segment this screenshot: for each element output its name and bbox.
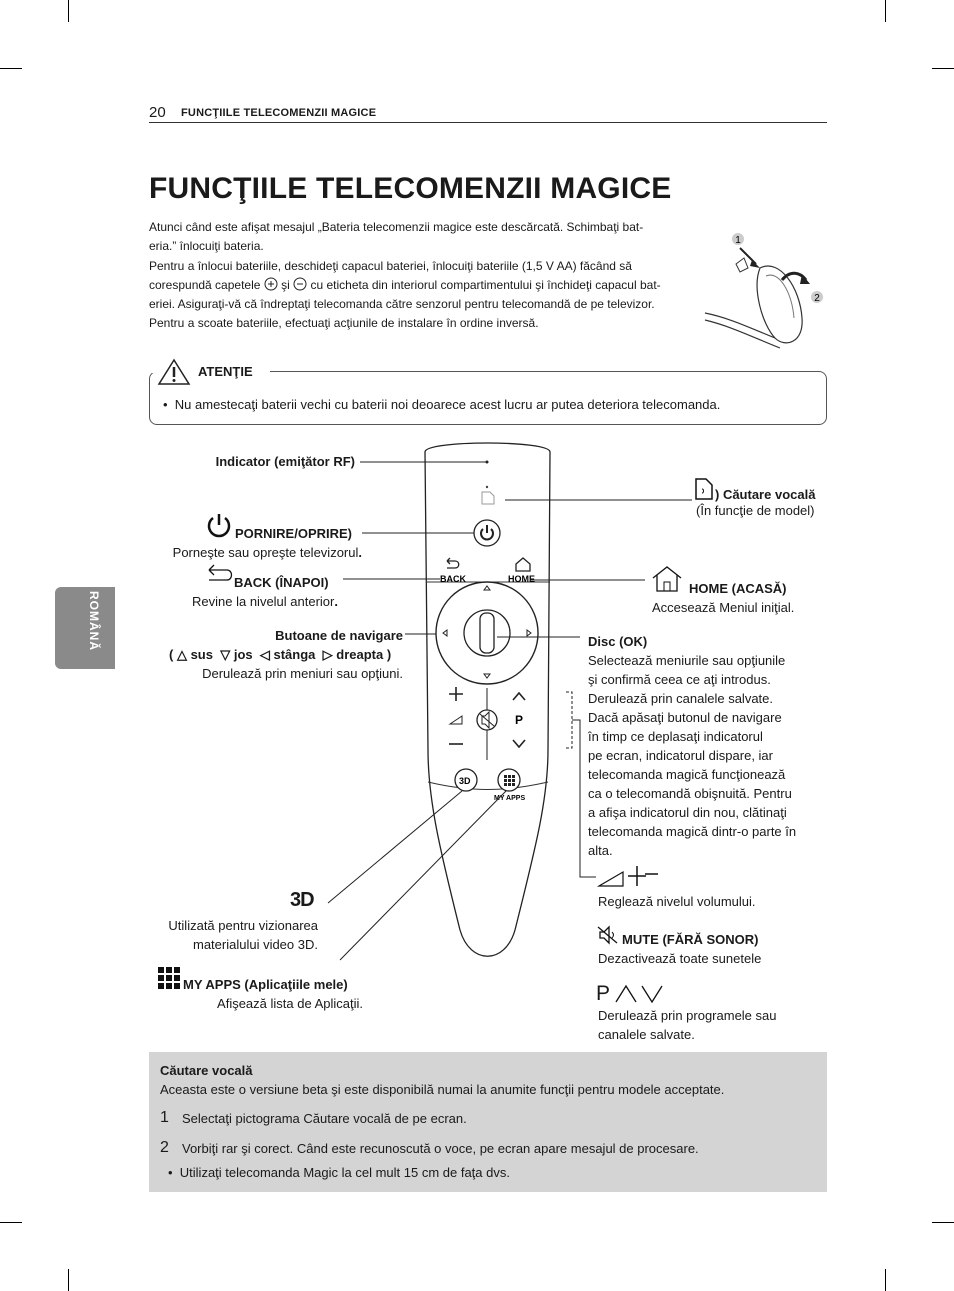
caution-box [149, 371, 827, 425]
remote-p-label: P [515, 713, 523, 727]
voice-step-number: 2 [160, 1139, 169, 1156]
label-3d-desc-2: materialului video 3D. [192, 937, 318, 952]
page-title: FUNCŢIILE TELECOMENZII MAGICE [149, 172, 672, 205]
intro-line: Pentru a scoate bateriile, efectuaţi acţ… [149, 316, 539, 331]
label-nav-title: Butoane de navigare [275, 628, 403, 643]
remote-back-label: BACK [440, 574, 466, 584]
label-nav-directions: ( △ sus ▽ jos ◁ stânga ▷ dreapta ) [169, 647, 392, 662]
page-number: 20 [149, 104, 166, 121]
back-icon [208, 564, 233, 581]
voice-step-number: 1 [160, 1109, 169, 1126]
label-voice-title: ) Căutare vocală [715, 487, 816, 502]
home-button-icon [515, 557, 531, 572]
voice-search-desc: Aceasta este o versiune beta şi este dis… [160, 1082, 725, 1097]
voice-step-text: Selectaţi pictograma Căutare vocală de p… [182, 1111, 467, 1126]
intro-text: Atunci când este afişat mesajul „Bateria… [149, 218, 697, 334]
remote-home-label: HOME [508, 574, 535, 584]
label-myapps-desc: Afişează lista de Aplicaţii. [217, 996, 363, 1011]
voice-search-title: Căutare vocală [160, 1063, 253, 1078]
label-3d-desc-1: Utilizată pentru vizionarea [168, 918, 318, 933]
channel-up-down-icon [615, 984, 663, 1004]
label-disc-title: Disc (OK) [588, 634, 648, 649]
up-arrow-icon: △ [176, 647, 187, 662]
label-home-title: HOME (ACASĂ) [689, 581, 787, 596]
label-disc-desc: Selectează meniurile sau opţiunile şi co… [588, 653, 797, 858]
mute-icon [597, 925, 618, 945]
language-tab: ROMÂNĂ [55, 587, 115, 669]
volume-icon [597, 866, 658, 887]
svg-text:3D: 3D [459, 776, 471, 786]
plus-terminal-icon [264, 277, 278, 291]
language-tab-label: ROMÂNĂ [87, 591, 101, 651]
label-mute-desc: Dezactivează toate sunetele [598, 951, 762, 966]
right-arrow-icon: ▷ [322, 647, 333, 662]
minus-terminal-icon [293, 277, 307, 291]
warning-icon [157, 358, 191, 385]
voice-step-text: Vorbiţi rar şi corect. Când este recunos… [182, 1141, 699, 1156]
home-icon [652, 566, 682, 592]
label-myapps-title: MY APPS (Aplicaţiile mele) [183, 977, 348, 992]
label-power-title: PORNIRE/OPRIRE) [235, 526, 353, 541]
remote-myapps-label: MY APPS [494, 795, 525, 802]
3d-button [454, 768, 478, 792]
3d-icon: 3D [290, 889, 315, 911]
battery-step-2: 2 [814, 293, 820, 304]
caution-title: ATENŢIE [194, 364, 257, 379]
label-prog-desc-1: Derulează prin programele sau [598, 1008, 777, 1023]
back-button-icon [446, 557, 460, 569]
battery-cover-illustration: 1 2 [704, 233, 823, 349]
intro-line: eria.” înlocuiţi bateria. [149, 239, 264, 254]
voice-search-bullet: • Utilizaţi telecomanda Magic la cel mul… [168, 1165, 510, 1180]
voice-search-icon [695, 478, 713, 500]
caution-text: • Nu amestecaţi baterii vechi cu baterii… [163, 397, 721, 412]
header-rule [149, 122, 827, 123]
label-mute-title: MUTE (FĂRĂ SONOR) [622, 932, 759, 947]
label-back-title: BACK (ÎNAPOI) [234, 575, 329, 590]
intro-line: corespundă capetele şi cu eticheta din i… [149, 277, 661, 292]
label-back-desc: Revine la nivelul anterior. [192, 594, 338, 609]
intro-line: eriei. Asiguraţi-vă că îndreptaţi teleco… [149, 297, 655, 312]
label-prog-desc-2: canalele salvate. [598, 1027, 695, 1042]
left-arrow-icon: ◁ [259, 647, 270, 662]
label-power-desc: Porneşte sau opreşte televizorul. [172, 545, 362, 560]
label-indicator: Indicator (emiţător RF) [215, 454, 355, 469]
intro-line: Pentru a înlocui bateriile, deschideţi c… [149, 258, 632, 273]
label-volume-desc: Reglează nivelul volumului. [598, 894, 756, 909]
label-nav-desc: Derulează prin meniuri sau opţiuni. [202, 666, 403, 681]
voice-search-box [149, 1052, 827, 1192]
power-icon [207, 514, 231, 538]
intro-line: Atunci când este afişat mesajul „Bateria… [149, 220, 644, 234]
down-arrow-icon: ▽ [220, 647, 231, 662]
label-prog-p: P [596, 982, 611, 1005]
running-header: FUNCŢIILE TELECOMENZII MAGICE [181, 107, 377, 119]
my-apps-icon [158, 967, 180, 989]
label-home-desc: Accesează Meniul iniţial. [652, 600, 795, 615]
label-voice-note: (În funcţie de model) [696, 503, 815, 518]
battery-step-1: 1 [735, 235, 741, 246]
